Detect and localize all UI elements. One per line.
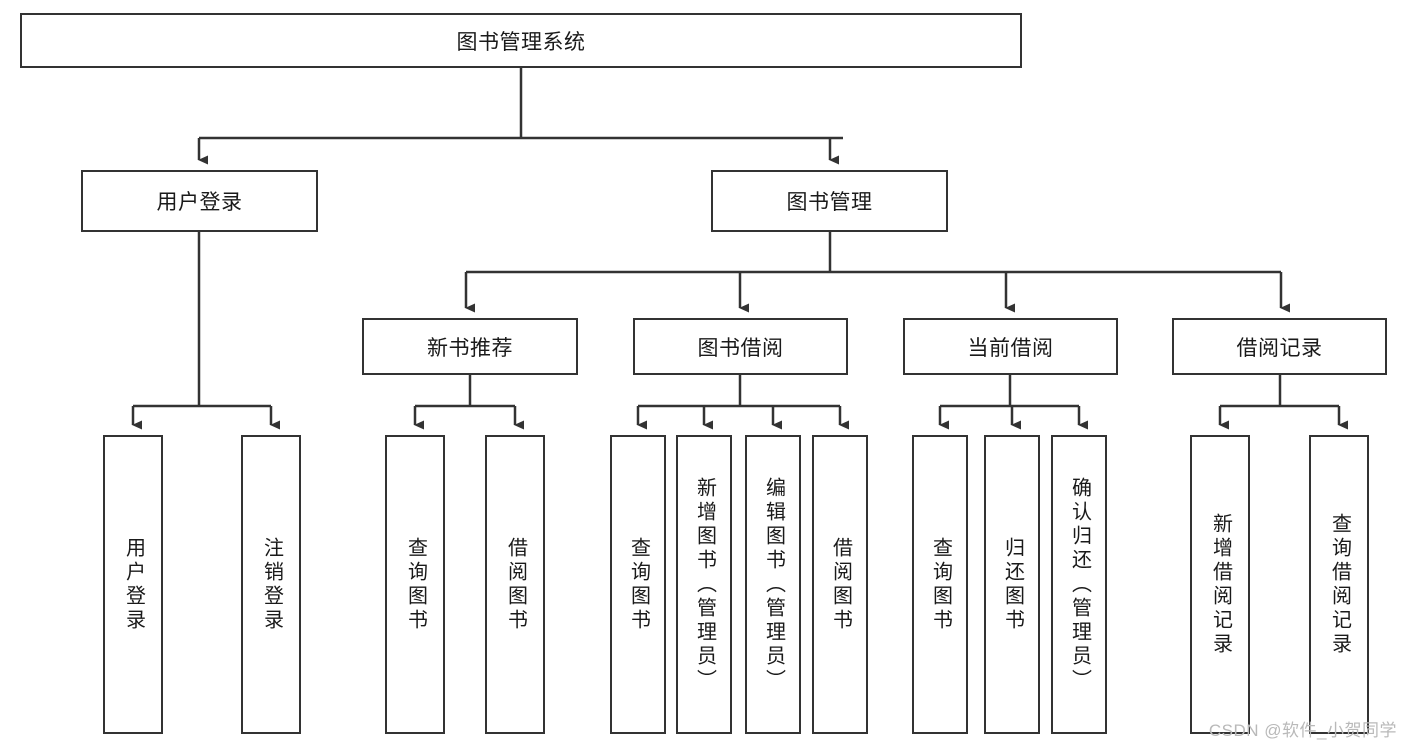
node-root-system[interactable]: 图书管理系统	[20, 13, 1022, 68]
node-label: 用户登录	[156, 191, 243, 214]
node-label: 查询图书	[929, 536, 952, 633]
node-label: 新增图书（管理员）	[693, 476, 716, 693]
leaf-return-book[interactable]: 归还图书	[984, 435, 1040, 734]
leaf-edit-book-admin[interactable]: 编辑图书（管理员）	[745, 435, 801, 734]
watermark-text: CSDN @软件_小贺同学	[1208, 721, 1397, 740]
leaf-user-login[interactable]: 用户登录	[103, 435, 163, 734]
leaf-borrow-book[interactable]: 借阅图书	[812, 435, 868, 734]
node-label: 查询图书	[627, 536, 650, 633]
node-label: 用户登录	[122, 536, 145, 633]
leaf-confirm-return-admin[interactable]: 确认归还（管理员）	[1051, 435, 1107, 734]
node-current-borrow[interactable]: 当前借阅	[903, 318, 1118, 375]
node-label: 新书推荐	[427, 336, 513, 360]
node-borrow-record[interactable]: 借阅记录	[1172, 318, 1387, 375]
leaf-query-book-current[interactable]: 查询图书	[912, 435, 968, 734]
node-label: 查询图书	[404, 536, 427, 633]
node-label: 新增借阅记录	[1209, 512, 1232, 657]
node-label: 借阅记录	[1236, 336, 1323, 360]
node-label: 编辑图书（管理员）	[762, 476, 785, 693]
leaf-query-borrow-record[interactable]: 查询借阅记录	[1309, 435, 1369, 734]
node-label: 注销登录	[260, 536, 283, 633]
node-label: 查询借阅记录	[1328, 512, 1351, 657]
leaf-logout[interactable]: 注销登录	[241, 435, 301, 734]
leaf-add-book-admin[interactable]: 新增图书（管理员）	[676, 435, 732, 734]
leaf-query-book-recommend[interactable]: 查询图书	[385, 435, 445, 734]
leaf-query-book-borrow[interactable]: 查询图书	[610, 435, 666, 734]
node-label: 归还图书	[1001, 536, 1024, 633]
node-label: 借阅图书	[829, 536, 852, 633]
node-label: 图书管理系统	[456, 30, 586, 54]
node-label: 确认归还（管理员）	[1068, 476, 1091, 693]
node-book-borrow[interactable]: 图书借阅	[633, 318, 848, 375]
leaf-add-borrow-record[interactable]: 新增借阅记录	[1190, 435, 1250, 734]
node-user-login[interactable]: 用户登录	[81, 170, 318, 232]
node-label: 借阅图书	[504, 536, 527, 633]
node-label: 当前借阅	[967, 336, 1054, 360]
leaf-borrow-book-recommend[interactable]: 借阅图书	[485, 435, 545, 734]
node-label: 图书借阅	[697, 336, 784, 360]
node-label: 图书管理	[786, 191, 873, 214]
node-new-book-recommend[interactable]: 新书推荐	[362, 318, 578, 375]
node-book-management[interactable]: 图书管理	[711, 170, 948, 232]
